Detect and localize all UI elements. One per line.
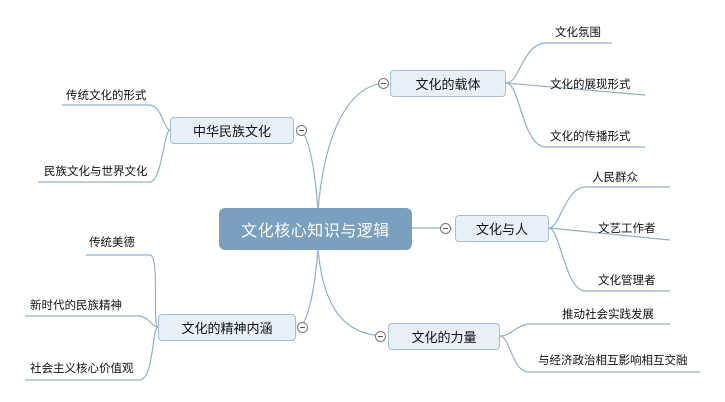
leaf-national-and-world-culture[interactable]: 民族文化与世界文化 [44,164,148,178]
branch-label: 文化的载体 [415,78,481,93]
branch-spiritual-connotation[interactable]: 文化的精神内涵 [158,314,296,341]
branch-label: 文化与人 [475,223,528,238]
leaf-traditional-virtues[interactable]: 传统美德 [89,235,135,249]
leaf-drive-social-practice[interactable]: 推动社会实践发展 [562,307,654,321]
leaf-transmission-forms[interactable]: 文化的传播形式 [550,129,631,143]
leaf-art-workers[interactable]: 文艺工作者 [598,221,656,235]
leaf-culture-managers[interactable]: 文化管理者 [598,273,656,287]
branch-culture-and-people[interactable]: 文化与人 [455,215,549,242]
minus-circle-icon[interactable] [296,125,307,136]
leaf-traditional-forms[interactable]: 传统文化的形式 [66,88,147,102]
root-topic[interactable]: 文化核心知识与逻辑 [219,208,412,250]
leaf-national-spirit-new-era[interactable]: 新时代的民族精神 [30,298,122,312]
branch-culture-carrier[interactable]: 文化的载体 [390,70,506,97]
minus-circle-icon[interactable] [378,78,389,89]
root-topic-label: 文化核心知识与逻辑 [241,221,390,240]
branch-label: 文化的力量 [411,331,477,346]
leaf-display-forms[interactable]: 文化的展现形式 [550,77,631,91]
branch-power-of-culture[interactable]: 文化的力量 [388,323,500,350]
minus-circle-icon[interactable] [375,331,386,342]
leaf-the-people[interactable]: 人民群众 [592,170,638,184]
leaf-interact-economy-politics[interactable]: 与经济政治相互影响相互交融 [538,353,688,367]
leaf-core-socialist-values[interactable]: 社会主义核心价值观 [30,361,134,375]
leaf-cultural-atmosphere[interactable]: 文化氛围 [555,25,601,39]
branch-chinese-national-culture[interactable]: 中华民族文化 [170,117,294,144]
branch-label: 中华民族文化 [192,125,271,140]
branch-label: 文化的精神内涵 [181,322,273,337]
minus-circle-icon[interactable] [440,223,451,234]
minus-circle-icon[interactable] [297,322,308,333]
